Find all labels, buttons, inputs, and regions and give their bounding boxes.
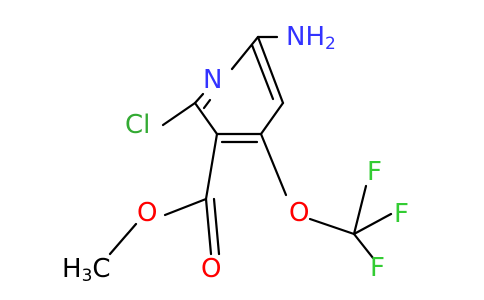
methyl-label: H3C <box>62 254 111 286</box>
bond-o-methyl <box>108 222 138 256</box>
ether-oxygen-label: O <box>289 198 309 228</box>
bond-c5-c6-inner <box>250 43 275 101</box>
bond-ester-carbonyl <box>204 197 213 256</box>
bond-c5-c6 <box>256 35 285 105</box>
bond-c3-ester <box>204 132 219 201</box>
bond-c6-n <box>230 35 260 71</box>
fluorine-middle-label: F <box>394 199 409 229</box>
bond-ester-o <box>163 197 208 217</box>
fluorine-bottom-label: F <box>370 253 385 283</box>
bond-n-c2-inner <box>202 98 212 110</box>
bond-c2-c3 <box>193 101 219 136</box>
bond-c4-o <box>259 132 288 197</box>
bond-c2-cl <box>161 101 197 127</box>
bond-ester-carbonyl-2 <box>212 197 221 256</box>
carbonyl-oxygen-label: O <box>201 254 221 284</box>
bond-o-cf3 <box>308 217 356 236</box>
ester-oxygen-label: O <box>137 198 157 228</box>
atom-labels: NH2 N Cl O O O H3C F F F <box>62 22 409 286</box>
fluorine-top-label: F <box>367 157 382 187</box>
bond-n-c2 <box>193 92 205 105</box>
amino-label: NH2 <box>286 22 336 54</box>
bonds <box>108 35 393 260</box>
chloro-label: Cl <box>125 110 150 140</box>
ring-nitrogen-label: N <box>203 65 222 95</box>
bond-c-f-top <box>352 184 368 236</box>
bond-c-f-mid <box>352 212 393 236</box>
bond-c-f-bot <box>352 232 375 260</box>
bond-c4-c5 <box>259 101 285 136</box>
